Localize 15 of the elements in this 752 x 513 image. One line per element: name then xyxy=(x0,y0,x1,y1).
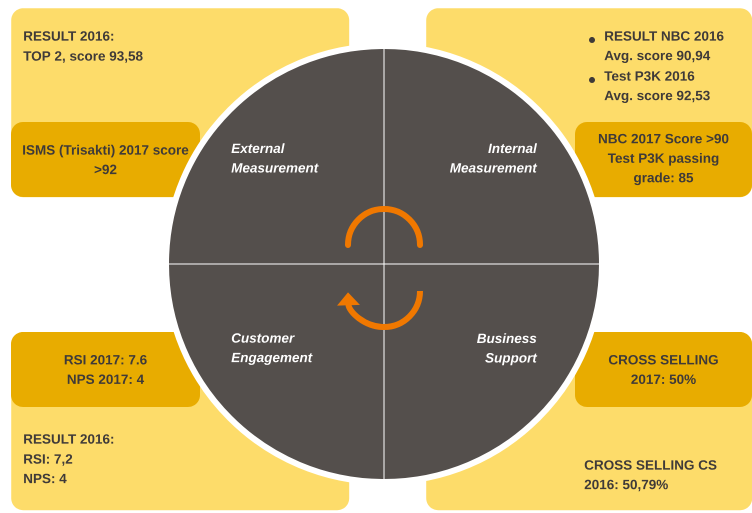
bullet-text: Test P3K 2016 Avg. score 92,53 xyxy=(604,71,710,103)
quadrant-label: External Measurement xyxy=(231,143,319,173)
card-text: TOP 2, score 93,58 xyxy=(23,51,143,63)
bullet-text: RESULT NBC 2016 Avg. score 90,94 xyxy=(604,31,724,63)
quadrant-label: Internal Measurement xyxy=(450,143,538,173)
target-box: CROSS SELLING 2017: 50% xyxy=(575,332,752,407)
card-text: RSI: 7,2 NPS: 4 xyxy=(24,454,72,484)
target-box: NBC 2017 Score >90 Test P3K passing grade: 85 xyxy=(575,122,752,197)
target-box: RSI 2017: 7.6 NPS 2017: 4 xyxy=(11,332,200,407)
quadrant-label: Business Support xyxy=(477,333,538,366)
target-box: ISMS (Trisakti) 2017 score >92 xyxy=(11,122,200,197)
quadrant-label: Customer Engagement xyxy=(231,333,313,365)
card-heading: RESULT 2016: xyxy=(24,434,114,444)
card-heading: RESULT 2016: xyxy=(24,31,114,41)
card-text: CROSS SELLING CS 2016: 50,79% xyxy=(584,460,716,492)
